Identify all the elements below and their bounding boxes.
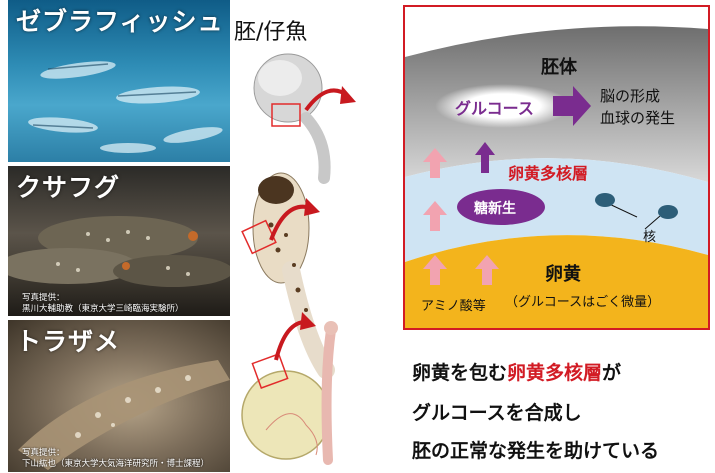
diagram-layers [405,26,708,328]
photo-title-torazame: トラザメ [16,327,121,356]
zebrafish-photo: ゼブラフィッシュ [8,0,230,162]
glucose-glow [435,84,571,128]
zoom-box-kusafugu [241,219,277,255]
ysl-label: 卵黄多核層 [508,164,589,183]
pink-arrows [423,148,499,285]
summary-line-3: 胚の正常な発生を助けている [412,440,660,462]
purple-arrow-up [475,142,495,173]
purple-arrow-right [553,86,591,126]
amino-acids-label: アミノ酸等 [421,299,486,314]
zebrafish-image [28,61,223,153]
kusafugu-image [8,216,230,287]
embryo-heading: 胚/仔魚 [234,20,308,45]
yolk-glucose-note: （グルコースはごく微量） [505,295,661,310]
photo-credit-kusafugu: 写真提供： 黒川大輔助教（東京大学三崎臨海実験所） [22,293,184,314]
nucleus-icons [595,193,678,230]
kusafugu-photo: クサフグ 写真提供： 黒川大輔助教（東京大学三崎臨海実験所） [8,166,230,316]
torazame-image [18,360,230,470]
embryo-label: 胚体 [541,57,577,78]
yolk-layer [405,235,708,328]
zebrafish-embryo [253,53,356,184]
gluconeogenesis-ellipse [457,189,545,225]
torazame-embryo [241,312,338,465]
embryo-illustrations [241,53,356,465]
photo-title-kusafugu: クサフグ [16,173,121,202]
kusafugu-larva [241,172,335,379]
ysl-layer [405,158,708,262]
torazame-photo: トラザメ 写真提供： 下山紘也（東京大学大気海洋研究所・博士課程） [8,320,230,472]
zoom-box-zebrafish [271,103,301,127]
summary-line-2: グルコースを合成し [412,402,582,424]
yolk-label: 卵黄 [545,264,581,285]
summary-line-1: 卵黄を包む卵黄多核層が [412,362,622,384]
results-label: 脳の形成 血球の発生 [600,87,676,127]
zoom-box-torazame [251,353,289,389]
gluconeogenesis-label: 糖新生 [474,201,516,217]
yolk-syncytial-layer-diagram: 胚体 グルコース 脳の形成 血球の発生 卵黄多核層 糖新生 核 卵黄 アミノ酸等… [403,5,710,330]
photo-credit-torazame: 写真提供： 下山紘也（東京大学大気海洋研究所・博士課程） [22,448,210,469]
nucleus-label: 核 [643,230,657,245]
glucose-label: グルコース [455,99,534,118]
photo-title-zebrafish: ゼブラフィッシュ [16,7,224,36]
